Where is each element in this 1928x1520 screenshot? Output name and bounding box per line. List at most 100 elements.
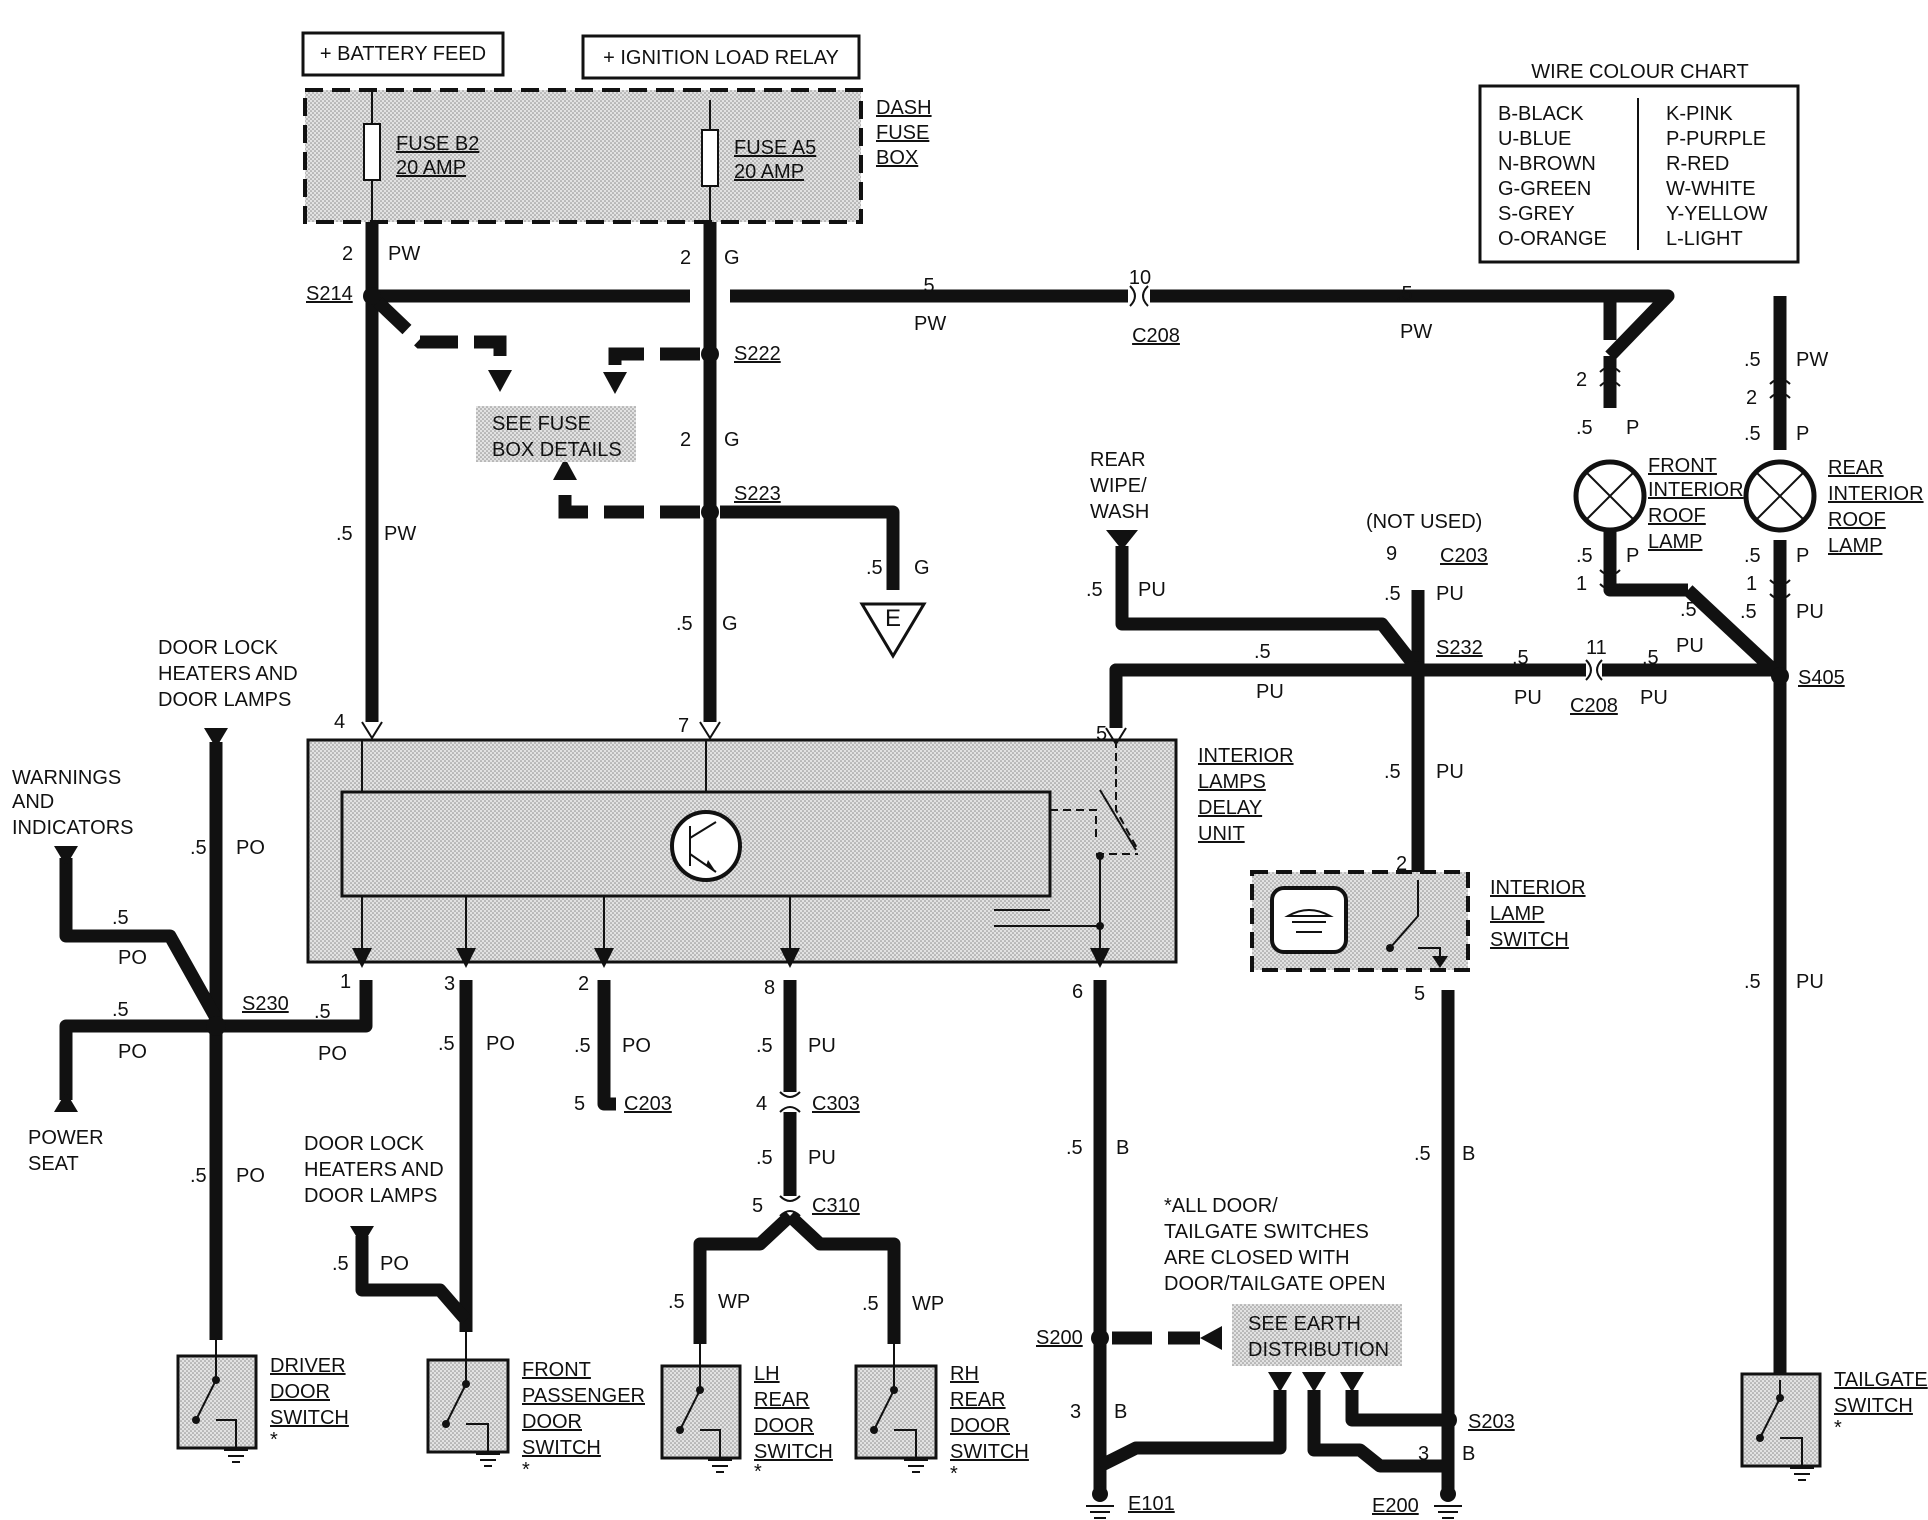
wire-label: 3 xyxy=(1418,1443,1429,1465)
ground-e200-icon xyxy=(1434,1486,1462,1519)
interior-lamp-switch-label: INTERIOR xyxy=(1490,877,1586,899)
front-pass-switch-label: SWITCH xyxy=(522,1437,601,1459)
splice-s214 xyxy=(363,287,381,305)
colour-item: B-BLACK xyxy=(1498,103,1584,125)
lh-rear-door-switch[interactable] xyxy=(660,1344,742,1473)
earth-arrow-2-icon xyxy=(1302,1372,1326,1392)
wire-label: PU xyxy=(1436,583,1464,605)
splice-s230 xyxy=(206,1016,226,1036)
wire-label: .5 xyxy=(1576,417,1593,439)
delay-unit-label: INTERIOR xyxy=(1198,745,1294,767)
earth-wires xyxy=(1093,980,1455,1490)
lh-switch-label: LH xyxy=(754,1363,780,1385)
interior-lamp-switch-label: LAMP xyxy=(1490,903,1544,925)
wire-label: PO xyxy=(118,947,147,969)
ground-icon xyxy=(476,1453,500,1467)
ground-e101-icon xyxy=(1086,1486,1114,1519)
wire-label: PW xyxy=(388,243,420,265)
see-earth-distribution: SEE EARTH DISTRIBUTION xyxy=(1232,1304,1402,1366)
see-earth-arrow-icon xyxy=(1200,1326,1222,1350)
colour-item: Y-YELLOW xyxy=(1666,203,1768,225)
pin-label: 7 xyxy=(678,715,689,737)
pin-label: 2 xyxy=(578,973,589,995)
door-lock-2-label: HEATERS AND xyxy=(304,1159,444,1181)
wire-label: PU xyxy=(1676,635,1704,657)
tailgate-switch[interactable] xyxy=(1740,1372,1822,1481)
wire-label: G xyxy=(724,247,740,269)
see-fuse-line2: BOX DETAILS xyxy=(492,439,622,461)
rh-switch-asterisk: * xyxy=(950,1463,958,1485)
rear-wipe-label: REAR xyxy=(1090,449,1146,471)
power-seat-label: SEAT xyxy=(28,1153,79,1175)
s230-label: S230 xyxy=(242,993,289,1015)
wire-label: PU xyxy=(808,1035,836,1057)
wire-label: .5 xyxy=(314,1001,331,1023)
rear-lamp-label: INTERIOR xyxy=(1828,483,1924,505)
rh-switch-label: SWITCH xyxy=(950,1441,1029,1463)
interior-lamp-switch[interactable] xyxy=(1250,870,1470,972)
wire-label: 4 xyxy=(756,1093,767,1115)
wire-label: PO xyxy=(622,1035,651,1057)
fuse-arrow-2-icon xyxy=(603,372,627,394)
s223-label: S223 xyxy=(734,483,781,505)
wire-label: 2 xyxy=(680,429,691,451)
colour-item: P-PURPLE xyxy=(1666,128,1766,150)
wire-label: .5 xyxy=(676,613,693,635)
front-pass-switch-asterisk: * xyxy=(522,1459,530,1481)
wire-label: .5 xyxy=(918,275,935,297)
wire-label: PU xyxy=(1436,761,1464,783)
earth-arrow-3-icon xyxy=(1340,1372,1364,1392)
wire-label: 2 xyxy=(342,243,353,265)
wire-label: .5 xyxy=(438,1033,455,1055)
earth-arrow-1-icon xyxy=(1268,1372,1292,1392)
lh-switch-label: DOOR xyxy=(754,1415,814,1437)
front-passenger-door-switch[interactable] xyxy=(426,1332,510,1467)
battery-feed-label: + BATTERY FEED xyxy=(320,43,486,65)
wire-label: PO xyxy=(486,1033,515,1055)
c208-pin-10: 10 xyxy=(1129,267,1151,289)
wire-label: PO xyxy=(118,1041,147,1063)
door-lock-label: DOOR LOCK xyxy=(158,637,279,659)
ground-icon xyxy=(224,1449,248,1463)
c203a-label: C203 xyxy=(1440,545,1488,567)
dash-fuse-box: FUSE B2 20 AMP FUSE A5 20 AMP xyxy=(303,88,863,224)
e101-label: E101 xyxy=(1128,1493,1175,1515)
wire-label: PW xyxy=(384,523,416,545)
note-line: *ALL DOOR/ xyxy=(1164,1195,1278,1217)
wire-label: .5 xyxy=(190,837,207,859)
warnings-label: WARNINGS xyxy=(12,767,121,789)
see-earth-line2: DISTRIBUTION xyxy=(1248,1339,1389,1361)
door-lock-label: DOOR LAMPS xyxy=(158,689,291,711)
wire-label: 1 xyxy=(1746,573,1757,595)
door-lock-arrow-icon xyxy=(204,728,228,748)
pin-label: 1 xyxy=(340,971,351,993)
wire-label: .5 xyxy=(1744,349,1761,371)
wire-label: .5 xyxy=(1512,647,1529,669)
splice-s405 xyxy=(1771,667,1789,685)
wire-label: .5 xyxy=(190,1165,207,1187)
courtesy-lamp-icon xyxy=(1270,886,1348,954)
see-fuse-box-details: SEE FUSE BOX DETAILS xyxy=(476,406,636,462)
rear-roof-lamp xyxy=(1743,296,1817,1380)
rh-rear-door-switch[interactable] xyxy=(854,1344,938,1473)
c208-mid-connector xyxy=(1585,659,1603,681)
door-lock-2-label: DOOR LAMPS xyxy=(304,1185,437,1207)
rear-lamp-label: LAMP xyxy=(1828,535,1882,557)
colour-item: L-LIGHT xyxy=(1666,228,1743,250)
wire-label: 2 xyxy=(1746,387,1757,409)
lh-switch-asterisk: * xyxy=(754,1461,762,1483)
splice-s223 xyxy=(701,503,719,521)
interior-lamps-delay-unit xyxy=(306,738,1178,968)
wire-label: 2 xyxy=(1576,369,1587,391)
ignition-relay-label: + IGNITION LOAD RELAY xyxy=(603,47,839,69)
wire-label: .5 xyxy=(862,1293,879,1315)
wire-label: P xyxy=(1626,417,1639,439)
wire-label: 3 xyxy=(1070,1401,1081,1423)
wire-label: PW xyxy=(1400,321,1432,343)
wire-label: PU xyxy=(1796,601,1824,623)
lh-switch-label: REAR xyxy=(754,1389,810,1411)
wire-label: .5 xyxy=(866,557,883,579)
wire-label: P xyxy=(1796,545,1809,567)
driver-door-switch[interactable] xyxy=(176,1340,258,1463)
